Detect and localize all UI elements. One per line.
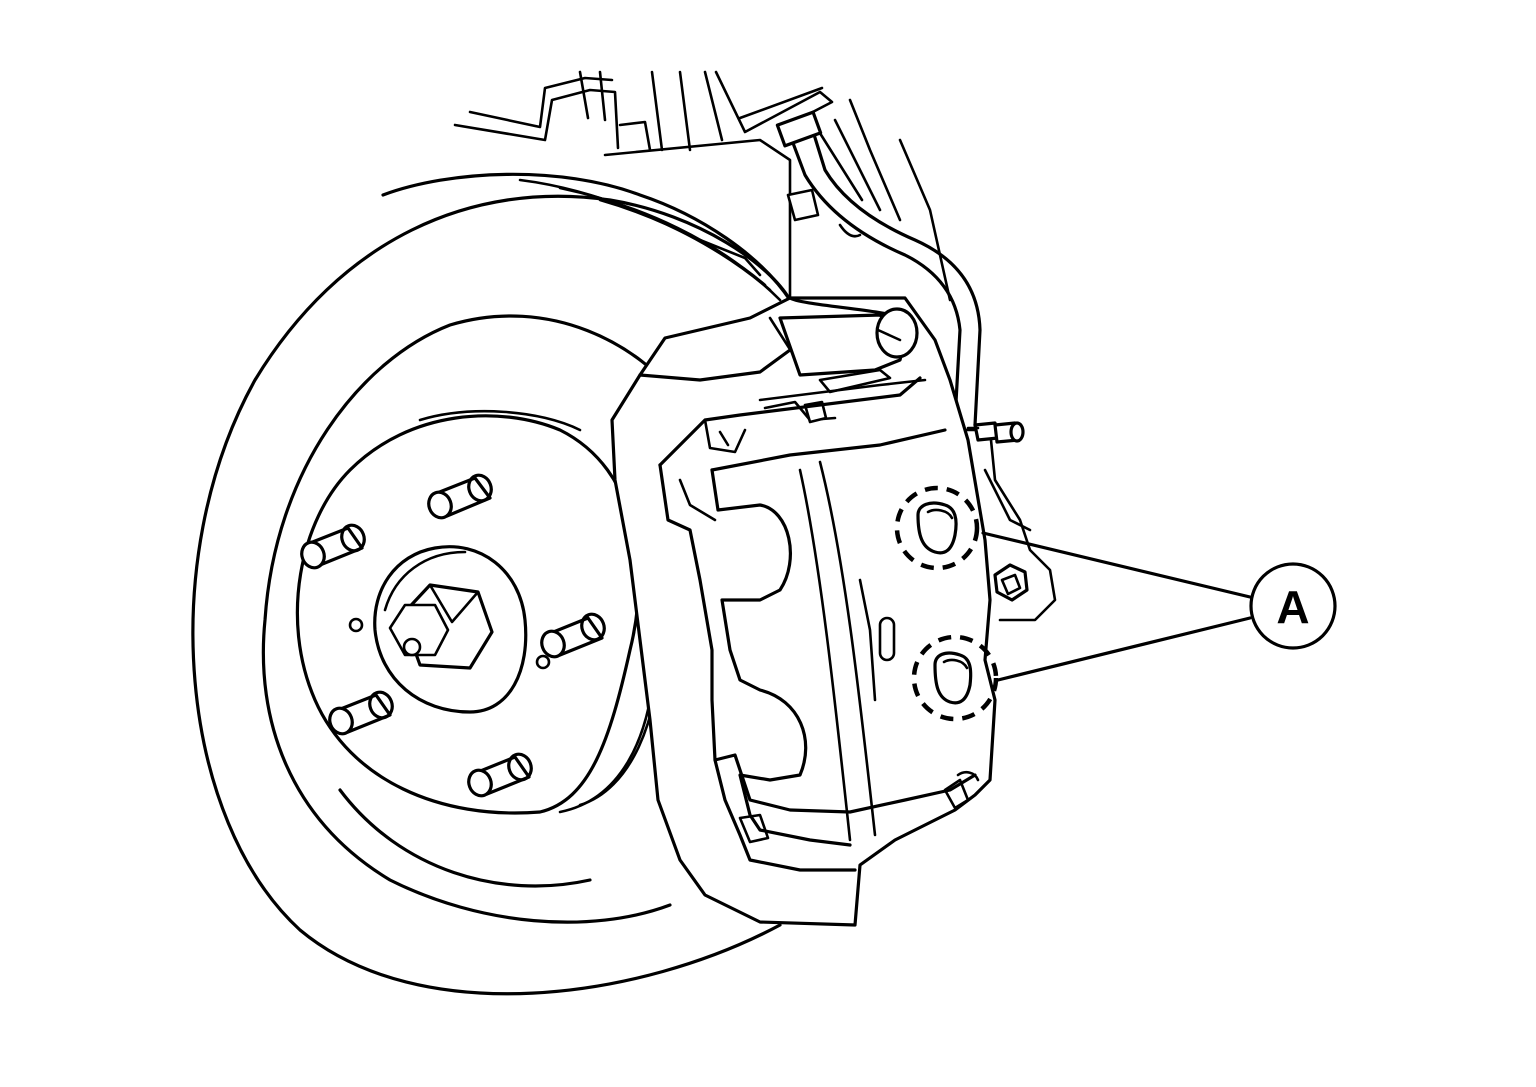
callout-label: A bbox=[1276, 581, 1309, 633]
brake-caliper bbox=[610, 296, 1057, 927]
wheel-stud bbox=[427, 473, 493, 520]
wheel-stud bbox=[328, 690, 394, 736]
wheel-hub bbox=[295, 409, 662, 815]
callout-a: A bbox=[1249, 562, 1337, 650]
callout-leaders bbox=[981, 531, 1252, 682]
upper-leader-line bbox=[981, 531, 1252, 599]
wheel-stud bbox=[540, 612, 606, 659]
callout-circle bbox=[1249, 562, 1337, 650]
brake-hose bbox=[775, 110, 982, 427]
lower-inspection-window bbox=[911, 634, 999, 722]
lower-inspection-dashed-circle bbox=[911, 634, 999, 722]
suspension-background bbox=[453, 70, 952, 302]
wheel-studs bbox=[300, 473, 606, 798]
upper-inspection-window bbox=[894, 485, 980, 571]
inspection-windows bbox=[894, 485, 999, 722]
brake-rotor bbox=[191, 172, 792, 996]
wheel-stud bbox=[300, 523, 366, 570]
wheel-stud bbox=[467, 752, 533, 798]
upper-inspection-dashed-circle bbox=[894, 485, 980, 571]
lower-leader-line bbox=[996, 616, 1252, 682]
